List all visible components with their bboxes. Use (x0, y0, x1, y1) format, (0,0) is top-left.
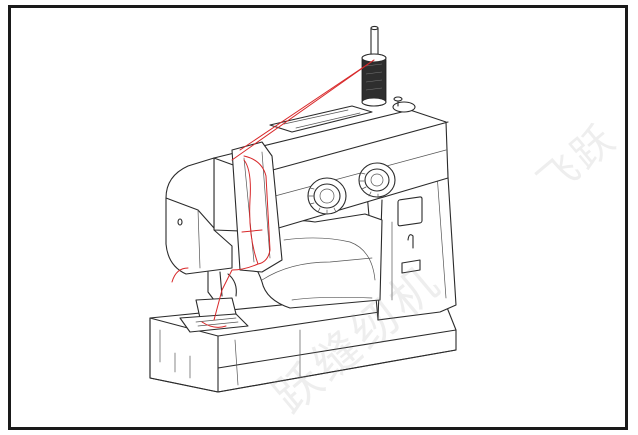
spool-pin (361, 25, 387, 107)
thread-path (171, 59, 375, 328)
machine-head (165, 141, 283, 275)
needle-presser-area (179, 271, 249, 333)
stitch-dials (307, 162, 396, 215)
